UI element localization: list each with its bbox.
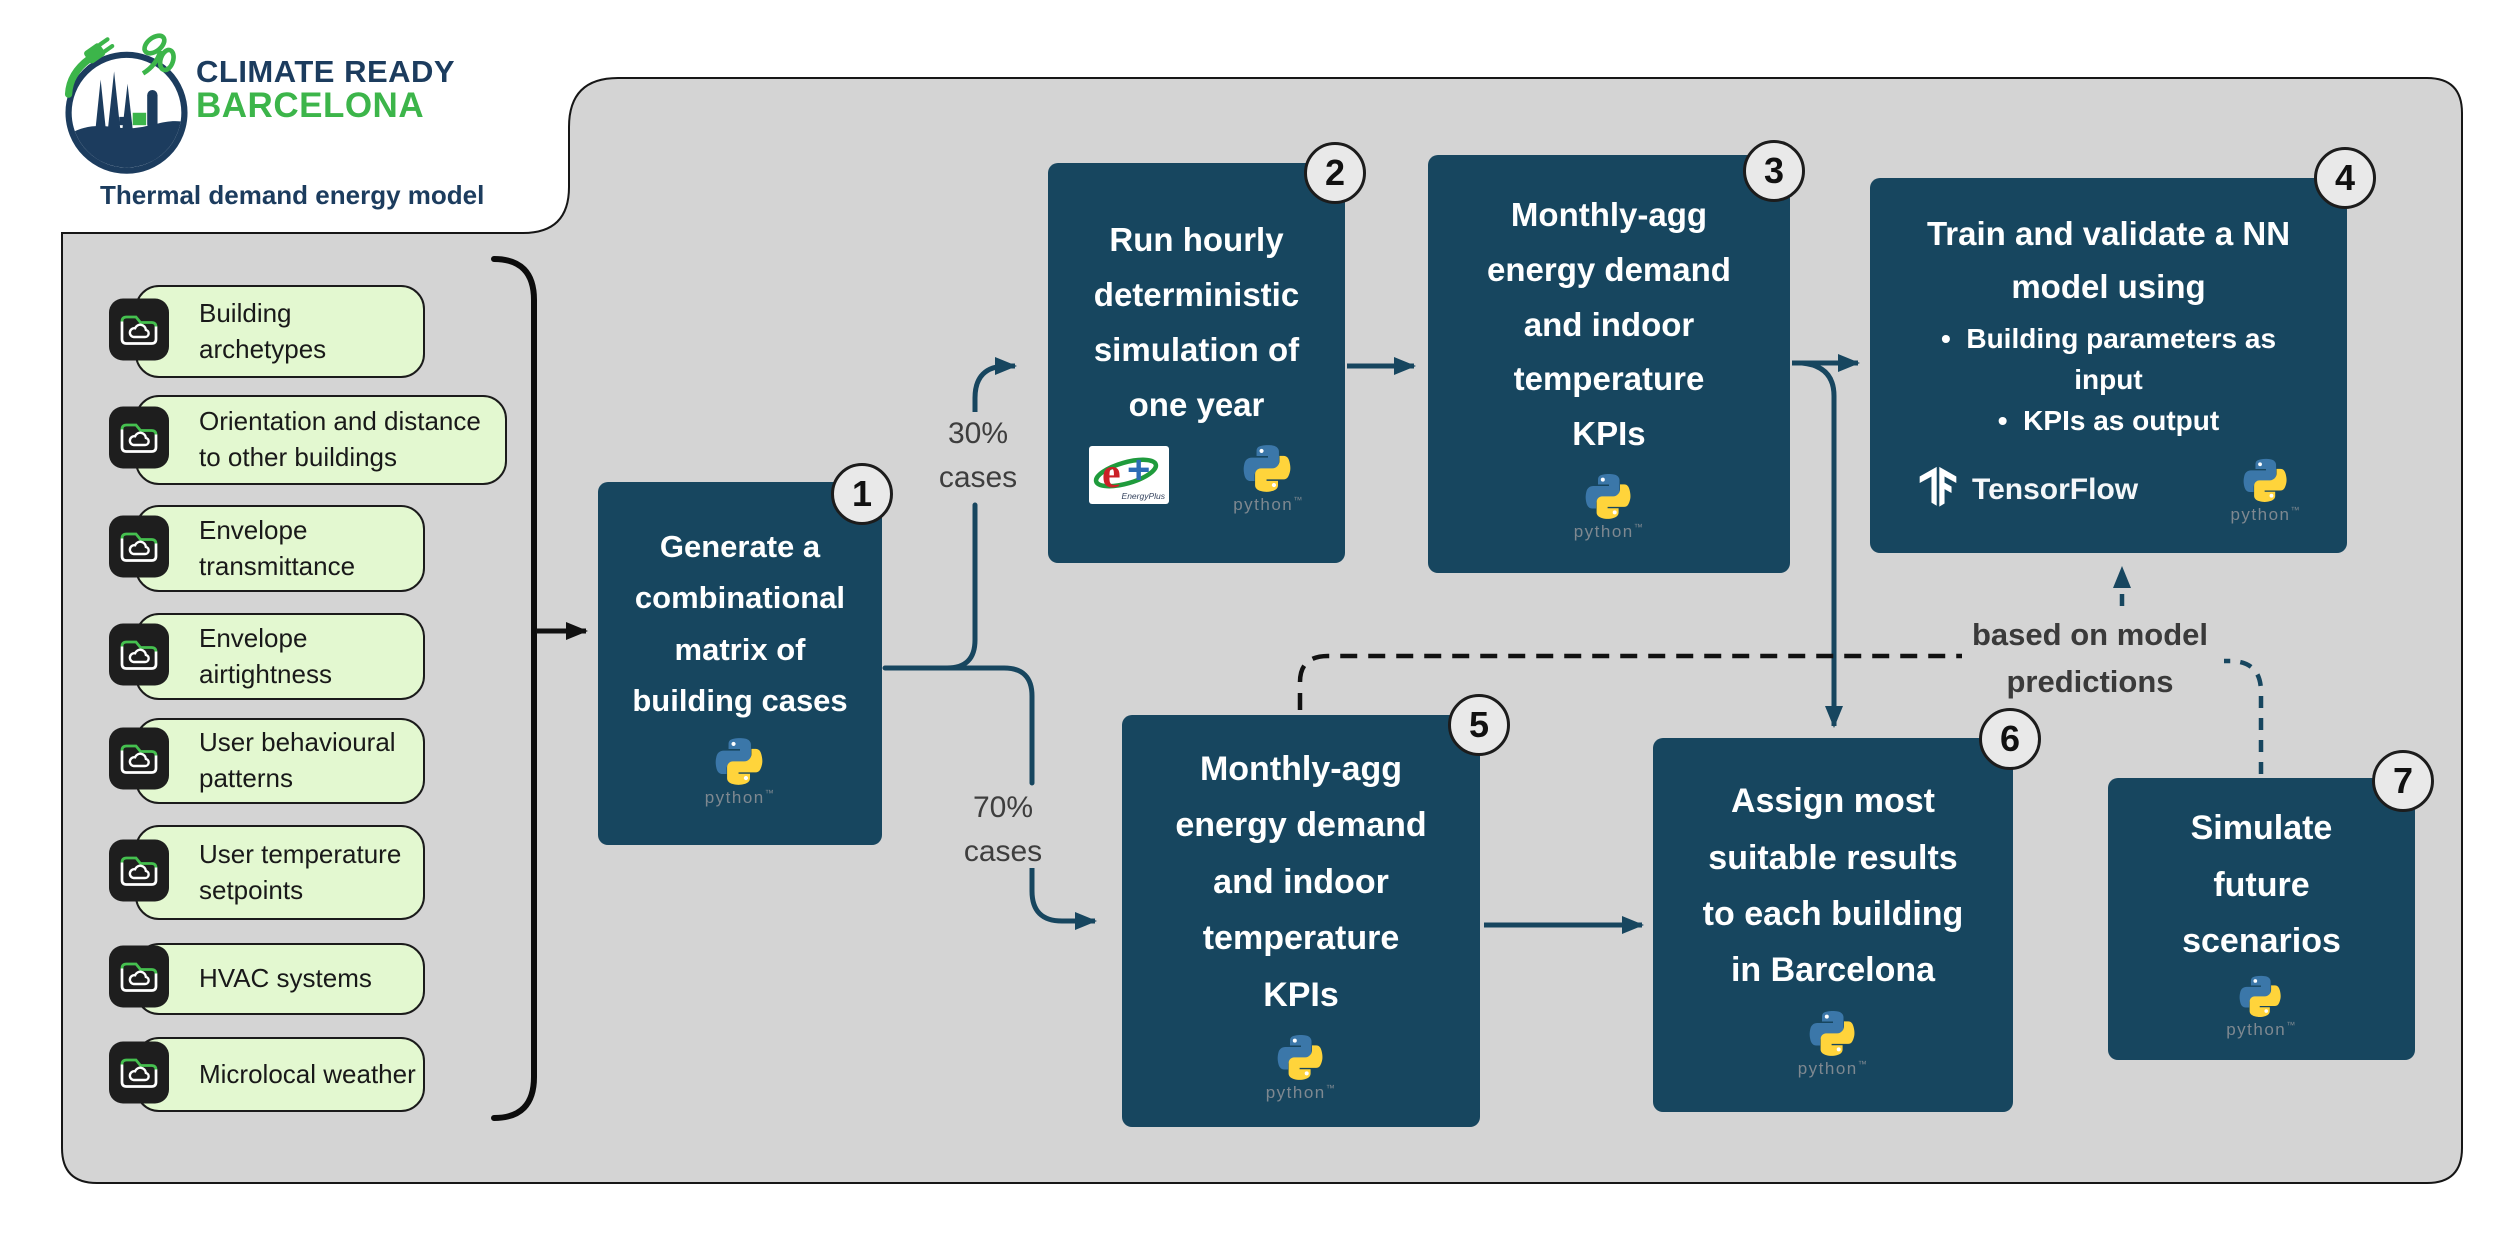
python-wordmark: python™: [1797, 1058, 1869, 1078]
step-title: Simulate future scenarios: [2182, 809, 2341, 961]
step-5-number-badge: 5: [1448, 694, 1510, 756]
step-4-number-badge: 4: [2314, 147, 2376, 209]
folder-cloud-icon: [109, 839, 169, 906]
logo-title-line2: BARCELONA: [196, 86, 425, 126]
svg-text:e: e: [1102, 451, 1121, 497]
folder-cloud-icon: [109, 623, 169, 690]
python-logo: python™: [705, 736, 776, 806]
folder-cloud-icon: [109, 298, 169, 365]
edge-label-based-on-model-predictions: based on model predictions: [1972, 617, 2208, 699]
step-4-train-nn-model: Train and validate a NN model using Buil…: [1870, 178, 2347, 553]
step-3-number-badge: 3: [1743, 140, 1805, 202]
python-logo: python™: [2230, 457, 2301, 523]
input-label: Building archetypes: [199, 297, 327, 364]
python-logo: python™: [1798, 1009, 1869, 1077]
bullet-item: KPIs as output: [1933, 401, 2285, 442]
bullet-item: Building parameters as input: [1933, 319, 2285, 400]
step-1-generate-matrix: Generate a combinational matrix of build…: [598, 482, 882, 845]
arrow-70pct-to-step5: [1029, 868, 1097, 930]
step-6-number-badge: 6: [1979, 708, 2041, 770]
arrow-step3-to-step6: [1801, 360, 1843, 728]
input-item-envelope-transmittance: Envelope transmittance: [109, 505, 425, 592]
energyplus-logo: e + EnergyPlus: [1089, 446, 1170, 509]
python-wordmark: python™: [1233, 494, 1304, 514]
python-wordmark: python™: [2226, 1019, 2297, 1039]
energyplus-icon: e + EnergyPlus: [1089, 446, 1170, 505]
input-label: Envelope transmittance: [199, 514, 356, 581]
python-logo: python™: [1266, 1033, 1337, 1101]
step-7-number-badge: 7: [2372, 750, 2434, 812]
folder-cloud-icon: [109, 406, 169, 474]
python-icon: [2240, 975, 2282, 1017]
step-title: Run hourly deterministic simulation of o…: [1093, 221, 1300, 423]
input-item-building-archetypes: Building archetypes: [109, 285, 425, 378]
step-title: Train and validate a NN model using: [1926, 214, 2291, 305]
edge-label-30pct-cases: 30% cases: [938, 417, 1018, 495]
input-item-envelope-airtightness: Envelope airtightness: [109, 613, 425, 700]
input-label: User temperature setpoints: [199, 838, 402, 905]
svg-text:EnergyPlus: EnergyPlus: [1122, 491, 1166, 501]
step-7-simulate-future: Simulate future scenarios python™: [2108, 778, 2415, 1060]
python-logo: python™: [1574, 472, 1645, 540]
python-icon: [1585, 473, 1631, 519]
step-title: Monthly-agg energy demand and indoor tem…: [1487, 196, 1731, 453]
input-label: HVAC systems: [199, 963, 372, 994]
step-title: Generate a combinational matrix of build…: [632, 528, 848, 718]
input-item-hvac-systems: HVAC systems: [109, 943, 425, 1015]
arrow-30pct-to-step2: [972, 357, 1017, 412]
step-4-bullets: Building parameters as input KPIs as out…: [1933, 319, 2285, 441]
svg-text:+: +: [1127, 448, 1150, 492]
folder-cloud-icon: [109, 727, 169, 795]
input-item-orientation-distance: Orientation and distance to other buildi…: [109, 395, 507, 485]
input-group-bracket: [491, 256, 537, 1121]
step-3-monthly-kpis: Monthly-agg energy demand and indoor tem…: [1428, 155, 1790, 573]
python-wordmark: python™: [1265, 1083, 1337, 1103]
python-icon: [1244, 444, 1291, 492]
step-5-monthly-kpis-predicted: Monthly-agg energy demand and indoor tem…: [1122, 715, 1480, 1127]
python-icon: [2243, 459, 2287, 503]
python-icon: [1277, 1035, 1323, 1081]
step-2-number-badge: 2: [1304, 142, 1366, 204]
dashed-step5-to-label: [1297, 653, 1962, 710]
input-item-user-behavioural-patterns: User behavioural patterns: [109, 718, 425, 804]
python-logo: python™: [2226, 974, 2297, 1038]
input-label: Orientation and distance to other buildi…: [199, 406, 481, 472]
input-label: User behavioural patterns: [199, 727, 396, 793]
python-wordmark: python™: [704, 788, 776, 808]
step-2-run-simulation: Run hourly deterministic simulation of o…: [1048, 163, 1345, 563]
tensorflow-wordmark: TensorFlow: [1972, 473, 2139, 507]
python-wordmark: python™: [1573, 521, 1645, 541]
diagram-title: Thermal demand energy model: [100, 180, 485, 210]
folder-cloud-icon: [109, 1041, 169, 1108]
python-icon: [1809, 1010, 1855, 1056]
step-title: Monthly-agg energy demand and indoor tem…: [1175, 749, 1427, 1014]
python-icon: [715, 738, 763, 786]
folder-cloud-icon: [109, 515, 169, 582]
edge-step1-fork-70pct: [944, 665, 1035, 786]
input-label: Microlocal weather: [199, 1058, 416, 1089]
input-item-user-temperature-setpoints: User temperature setpoints: [109, 825, 425, 920]
folder-cloud-icon: [109, 945, 169, 1013]
step-6-assign-results: Assign most suitable results to each bui…: [1653, 738, 2013, 1112]
input-item-microlocal-weather: Microlocal weather: [109, 1037, 425, 1112]
step-1-number-badge: 1: [831, 463, 893, 525]
tensorflow-logo: TensorFlow: [1916, 466, 2138, 514]
logo-title-line1: CLIMATE READY: [196, 54, 456, 89]
input-label: Envelope airtightness: [199, 622, 332, 689]
step-title: Assign most suitable results to each bui…: [1702, 782, 1964, 990]
edge-label-70pct-cases: 70% cases: [963, 791, 1043, 869]
tensorflow-icon: [1919, 467, 1957, 507]
python-logo: python™: [1233, 443, 1304, 513]
climate-ready-barcelona-logo-icon: [64, 33, 188, 174]
python-wordmark: python™: [2230, 505, 2301, 525]
